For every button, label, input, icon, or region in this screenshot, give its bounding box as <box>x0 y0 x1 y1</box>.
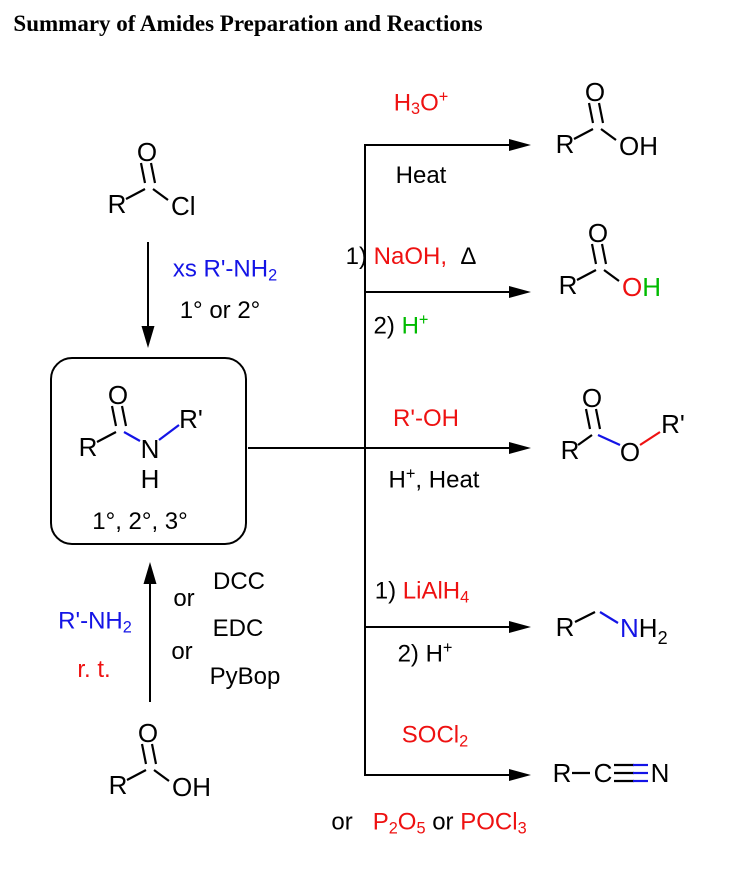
condition-acid-heat-label: H+, Heat <box>388 465 480 494</box>
atom-label-OH: OH <box>172 772 211 802</box>
reagent-p2o5-pocl3-label: or P2O5 or POCl3 <box>331 808 527 838</box>
bonds <box>572 763 648 783</box>
room-temp-label: r. t. <box>77 655 111 683</box>
reagent-alcohol-label: R'-OH <box>393 404 459 432</box>
or-label-2: or <box>171 637 193 665</box>
amine-class-label: 1° or 2° <box>179 296 261 324</box>
amide-structure: O R N H R' <box>79 380 203 494</box>
atom-label-R: R <box>559 270 578 300</box>
c-n-bond-blue <box>599 611 619 624</box>
atom-label-R: R <box>108 189 127 219</box>
page-title: Summary of Amides Preparation and Reacti… <box>13 11 483 36</box>
atom-label-H: H <box>141 464 160 494</box>
bonds <box>573 102 617 141</box>
atom-label-O: O <box>138 718 158 748</box>
atom-label-H-sub: 2 <box>658 628 668 648</box>
reagent-socl2-label: SOCl2 <box>401 721 469 751</box>
reagent-lialh4-label: 1) LiAlH4 <box>374 577 470 607</box>
acid-chloride-structure: O R Cl <box>108 137 196 221</box>
atom-label-Cl: Cl <box>171 191 196 221</box>
bonds <box>576 243 620 282</box>
atom-label-O: O <box>588 218 608 248</box>
atom-label-O: O <box>582 383 602 413</box>
carboxylic-acid-structure: O R OH <box>109 718 211 802</box>
product-nitrile-structure: R C N <box>553 758 670 788</box>
atom-label-N: N <box>620 613 639 643</box>
atom-label-R: R <box>109 770 128 800</box>
coupling-agent-pybop-label: PyBop <box>209 662 281 690</box>
coupling-agent-edc-label: EDC <box>212 614 264 642</box>
atom-label-R-prime: R' <box>661 409 685 439</box>
product-ester-structure: O R O R' <box>561 383 685 467</box>
atom-label-O2: O <box>622 272 642 302</box>
reagent-hydronium-label: H3O+ <box>393 88 449 118</box>
atom-label-R: R <box>556 612 575 642</box>
atom-label-NH2: NH2 <box>620 613 668 648</box>
reagent-amine-label: R'-NH2 <box>58 607 132 637</box>
or-label-1: or <box>173 584 195 612</box>
atom-label-O2: O <box>620 437 640 467</box>
condition-acid-workup-label-1: 2) H+ <box>373 311 429 340</box>
amide-classes-label: 1°, 2°, 3° <box>92 507 188 535</box>
atom-label-R: R <box>556 129 575 159</box>
bonds <box>125 162 169 201</box>
bonds-black <box>96 405 128 443</box>
atom-label-C: C <box>594 758 613 788</box>
o-r-bond-red <box>639 431 661 446</box>
atom-label-O: O <box>137 137 157 167</box>
atom-label-R: R <box>79 432 98 462</box>
product-amine-structure: R NH2 <box>556 611 668 648</box>
atom-label-O: O <box>108 380 128 410</box>
coupling-agent-dcc-label: DCC <box>213 567 265 595</box>
condition-acid-workup-label-2: 2) H+ <box>397 639 453 668</box>
bonds-black <box>577 408 602 446</box>
c-o-bond-blue <box>597 433 621 447</box>
bonds-colored <box>597 431 661 447</box>
bonds <box>126 743 170 782</box>
atom-label-N: N <box>141 434 160 464</box>
amide-box <box>50 357 247 545</box>
condition-heat-label: Heat <box>395 161 447 189</box>
reagent-excess-amine-label: xs R'-NH2 <box>172 255 278 285</box>
product-acid-hydrolysis-structure: O R OH <box>556 77 658 161</box>
atom-label-H: H <box>642 272 661 302</box>
atom-label-R-prime: R' <box>179 404 203 434</box>
product-acid-naoh-structure: O R OH <box>559 218 661 302</box>
atom-label-H: H <box>639 613 658 643</box>
atom-label-R: R <box>553 758 572 788</box>
atom-label-OH: OH <box>622 272 661 302</box>
atom-label-O: O <box>585 77 605 107</box>
bonds-blue <box>123 424 180 442</box>
reagent-naoh-label: 1) NaOH, Δ <box>345 242 477 270</box>
atom-label-N: N <box>651 758 670 788</box>
bonds <box>574 611 619 624</box>
atom-label-R: R <box>561 435 580 465</box>
atom-label-OH: OH <box>619 131 658 161</box>
